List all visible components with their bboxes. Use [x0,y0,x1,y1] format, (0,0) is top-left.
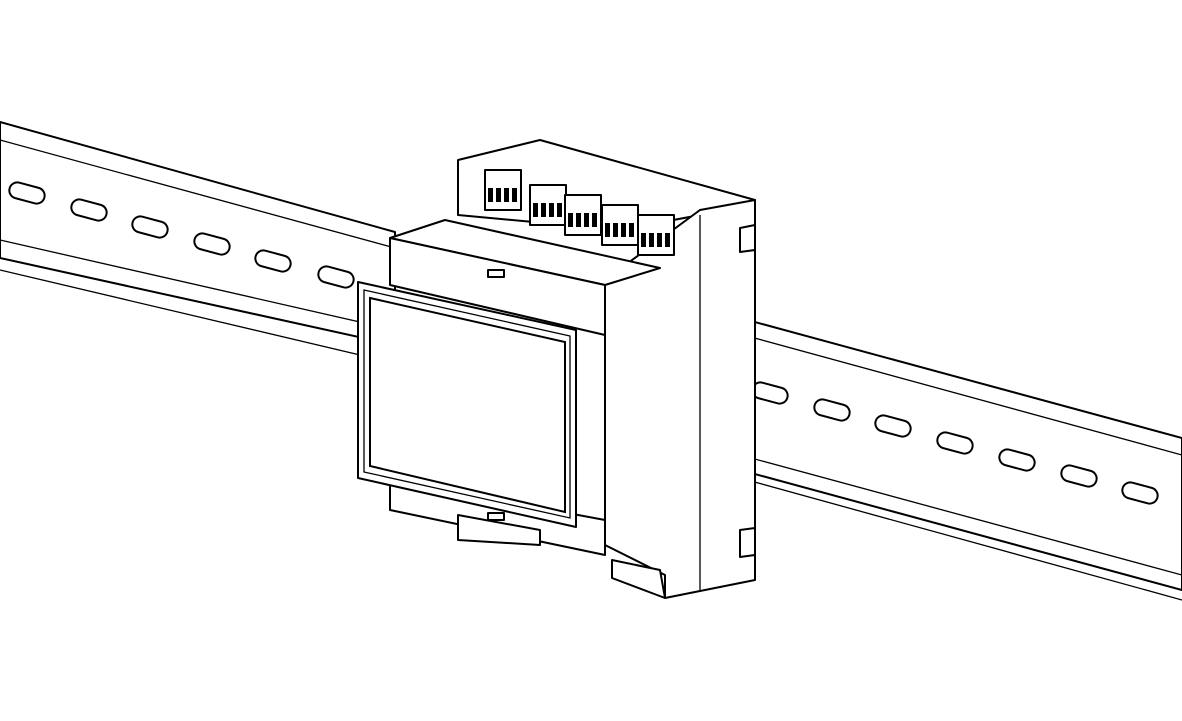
din-rail [0,121,1182,601]
terminal-blocks [484,169,675,256]
front-panel [357,281,577,528]
terminal-screw [629,223,634,237]
terminal-screw [641,233,646,247]
rail-slot [8,181,46,205]
terminal-screw [568,213,573,227]
terminal-screw [488,188,493,202]
rail-slot [936,431,974,455]
rail-slots [8,181,1159,505]
terminal-screw [665,233,670,247]
rail-slot [874,414,912,438]
terminal-screw [621,223,626,237]
rail-slot [70,198,108,222]
terminal-screw [549,203,554,217]
latch-top [487,269,505,278]
terminal-screw [592,213,597,227]
terminal-screw [512,188,517,202]
module-housing [357,139,756,599]
terminal-screw [584,213,589,227]
rail-slot [1121,481,1159,505]
rail-slot [131,215,169,239]
terminal-screw [649,233,654,247]
rail-slot [317,265,355,289]
rail-slot [813,398,851,422]
latch-bottom [487,512,505,521]
terminal-screw [541,203,546,217]
rail-slot [1060,464,1098,488]
terminal-screw [496,188,501,202]
terminal-screw [557,203,562,217]
terminal-screw [613,223,618,237]
terminal-screw [605,223,610,237]
terminal-screw [576,213,581,227]
rail-slot [998,448,1036,472]
rail-slot [254,249,292,273]
rail-slot [193,232,231,256]
terminal-screw [533,203,538,217]
terminal-screw [657,233,662,247]
terminal-screw [504,188,509,202]
